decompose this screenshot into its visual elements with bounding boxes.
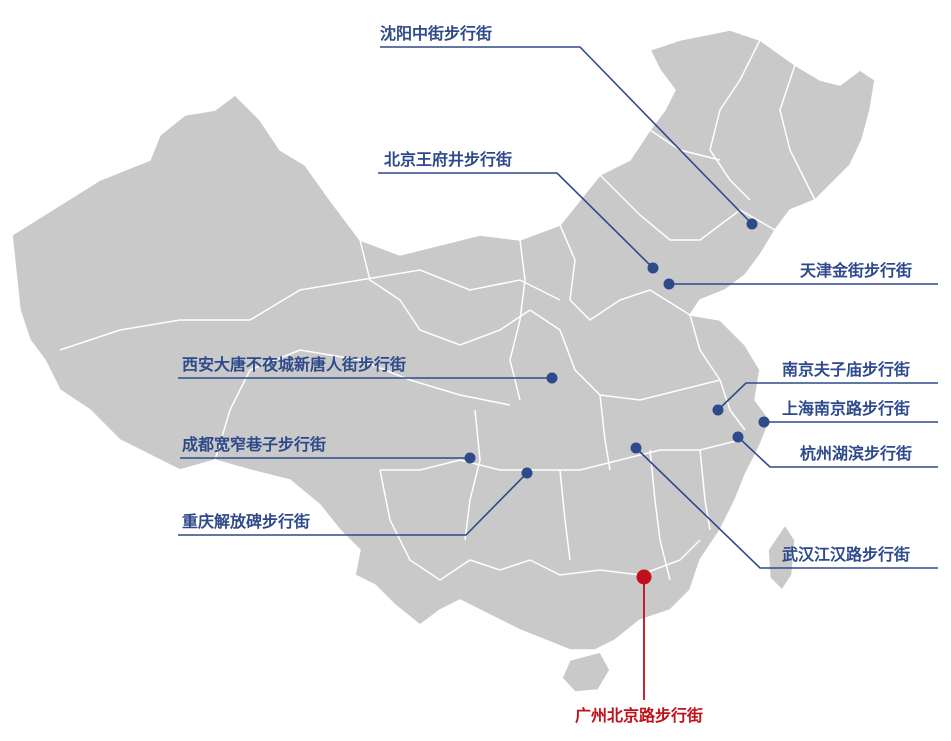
label-chongqing[interactable]: 重庆解放碑步行街 — [182, 512, 311, 531]
label-nanjing[interactable]: 南京夫子庙步行街 — [782, 360, 911, 379]
label-shanghai[interactable]: 上海南京路步行街 — [782, 399, 911, 418]
leader-line-beijing — [378, 172, 654, 269]
marker-beijing[interactable] — [647, 262, 659, 274]
marker-shenyang[interactable] — [746, 218, 758, 230]
marker-chongqing[interactable] — [521, 467, 533, 479]
label-xian[interactable]: 西安大唐不夜城新唐人街步行街 — [182, 355, 407, 374]
label-chengdu[interactable]: 成都宽窄巷子步行街 — [182, 435, 327, 454]
leader-line-shenyang — [380, 46, 753, 225]
marker-wuhan[interactable] — [630, 442, 642, 454]
label-tianjin[interactable]: 天津金街步行街 — [800, 261, 913, 280]
leader-line-chongqing — [178, 472, 528, 536]
label-guangzhou[interactable]: 广州北京路步行街 — [575, 706, 704, 725]
label-wuhan[interactable]: 武汉江汉路步行街 — [782, 545, 911, 564]
leader-line-hangzhou — [737, 436, 938, 468]
marker-chengdu[interactable] — [464, 452, 476, 464]
marker-guangzhou[interactable] — [636, 569, 652, 585]
taiwan-island-shape — [767, 523, 796, 592]
marker-hangzhou[interactable] — [732, 431, 744, 443]
leader-line-nanjing — [717, 382, 938, 411]
label-beijing[interactable]: 北京王府井步行街 — [384, 150, 513, 169]
marker-tianjin[interactable] — [663, 278, 675, 290]
mainland-china-shape — [11, 29, 876, 651]
city-markers — [464, 218, 770, 585]
hainan-island-shape — [561, 651, 611, 693]
label-shenyang[interactable]: 沈阳中街步行街 — [380, 24, 493, 43]
marker-shanghai[interactable] — [758, 416, 770, 428]
leader-lines — [178, 46, 938, 569]
marker-xian[interactable] — [546, 372, 558, 384]
marker-nanjing[interactable] — [712, 404, 724, 416]
leader-line-wuhan — [635, 447, 938, 569]
label-hangzhou[interactable]: 杭州湖滨步行街 — [800, 444, 913, 463]
